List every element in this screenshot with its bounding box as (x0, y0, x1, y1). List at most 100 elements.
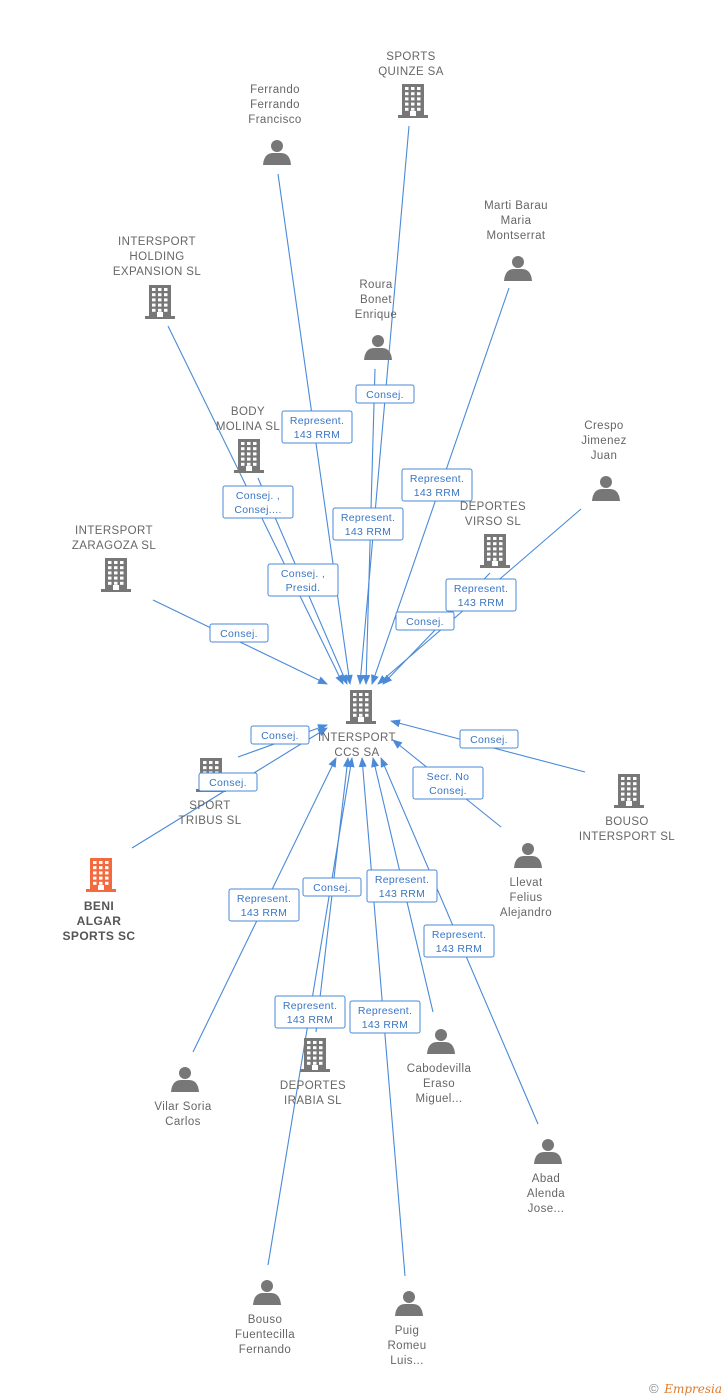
company-building-icon[interactable] (300, 1038, 330, 1072)
node-abad[interactable]: AbadAlendaJose... (527, 1139, 565, 1215)
node-label[interactable]: Marti Barau (484, 200, 548, 212)
brand-logo[interactable]: Empresia (664, 1382, 722, 1396)
person-icon[interactable] (514, 843, 542, 868)
node-label[interactable]: Enrique (355, 309, 397, 321)
edge-label-bouso_sl[interactable]: Consej. (459, 729, 519, 749)
node-sports_quinze[interactable]: SPORTS QUINZE SA (378, 51, 444, 118)
node-label[interactable]: MOLINA SL (216, 421, 281, 433)
person-icon[interactable] (427, 1029, 455, 1054)
node-label[interactable]: INTERSPORT (75, 525, 153, 537)
node-label[interactable]: Romeu (387, 1340, 426, 1352)
node-label[interactable]: Fuentecilla (235, 1329, 295, 1341)
edge-label-box[interactable] (222, 485, 294, 519)
node-label[interactable]: HOLDING (129, 251, 184, 263)
node-label[interactable]: QUINZE SA (378, 66, 444, 78)
node-label[interactable]: INTERSPORT (318, 732, 396, 744)
edge-label-box[interactable] (412, 766, 484, 800)
edge-label-ferrando[interactable]: Represent.143 RRM (281, 410, 353, 444)
edge-label-box[interactable] (274, 995, 346, 1029)
person-icon[interactable] (253, 1280, 281, 1305)
node-label[interactable]: SPORT (189, 800, 230, 812)
company-building-icon[interactable] (234, 439, 264, 473)
edge-label-box[interactable] (332, 507, 404, 541)
company-building-icon[interactable] (398, 84, 428, 118)
edge-label-box[interactable] (366, 869, 438, 903)
edge-label-box[interactable] (302, 877, 362, 897)
person-icon[interactable] (171, 1067, 199, 1092)
node-label[interactable]: Alejandro (500, 907, 552, 919)
node-label[interactable]: Jimenez (581, 435, 627, 447)
edge-label-box[interactable] (355, 384, 415, 404)
edge-label-irabia[interactable]: Consej. (302, 877, 362, 897)
edge-label-puig[interactable]: Represent.143 RRM (349, 1000, 421, 1034)
edge-label-abad[interactable]: Represent.143 RRM (423, 924, 495, 958)
node-label[interactable]: Juan (591, 450, 618, 462)
edge-label-body_molina[interactable]: Consej. ,Consej.... (222, 485, 294, 519)
node-label[interactable]: Bouso (248, 1314, 283, 1326)
node-label[interactable]: Crespo (584, 420, 623, 432)
node-holding[interactable]: INTERSPORT HOLDING EXPANSION SL (113, 236, 202, 319)
edge-label-zaragoza[interactable]: Consej. (209, 623, 269, 643)
node-intersport[interactable]: INTERSPORT CCS SA (318, 690, 396, 759)
edge-label-beni[interactable]: Consej. (198, 772, 258, 792)
node-cabodevilla[interactable]: CabodevillaErasoMiguel... (407, 1029, 472, 1105)
node-label[interactable]: Cabodevilla (407, 1063, 472, 1075)
node-label[interactable]: Ferrando (250, 99, 300, 111)
node-label[interactable]: VIRSO SL (465, 516, 521, 528)
node-label[interactable]: Eraso (423, 1078, 455, 1090)
edge-label-box[interactable] (395, 611, 455, 631)
edge-label-virso[interactable]: Represent.143 RRM (445, 578, 517, 612)
edge-label-box[interactable] (459, 729, 519, 749)
node-label[interactable]: BOUSO (605, 816, 649, 828)
person-icon[interactable] (504, 256, 532, 281)
node-irabia[interactable]: DEPORTES IRABIA SL (280, 1038, 346, 1107)
node-label[interactable]: ZARAGOZA SL (72, 540, 156, 552)
node-label[interactable]: SPORTS (386, 51, 435, 63)
person-icon[interactable] (592, 476, 620, 501)
node-label[interactable]: Carlos (165, 1116, 201, 1128)
node-label[interactable]: IRABIA SL (284, 1095, 342, 1107)
person-icon[interactable] (395, 1291, 423, 1316)
node-label[interactable]: Luis... (390, 1355, 423, 1367)
node-label[interactable]: BODY (231, 406, 265, 418)
node-zaragoza[interactable]: INTERSPORT ZARAGOZA SL (72, 525, 156, 592)
edge-label-holding[interactable]: Consej. ,Presid. (267, 563, 339, 597)
node-label[interactable]: Llevat (509, 877, 542, 889)
node-label[interactable]: INTERSPORT (118, 236, 196, 248)
node-label[interactable]: EXPANSION SL (113, 266, 202, 278)
company-building-icon[interactable] (346, 690, 376, 724)
company-building-icon[interactable] (145, 285, 175, 319)
company-building-icon[interactable] (480, 534, 510, 568)
edge-label-box[interactable] (423, 924, 495, 958)
node-label[interactable]: DEPORTES (280, 1080, 346, 1092)
edge-label-crespo[interactable]: Consej. (395, 611, 455, 631)
node-label[interactable]: Maria (501, 215, 532, 227)
node-label[interactable]: Miguel... (415, 1093, 462, 1105)
person-icon[interactable] (364, 335, 392, 360)
node-label[interactable]: Jose... (528, 1203, 565, 1215)
person-icon[interactable] (534, 1139, 562, 1164)
edge-label-box[interactable] (198, 772, 258, 792)
node-label[interactable]: Alenda (527, 1188, 565, 1200)
node-label[interactable]: BENI (84, 899, 114, 913)
edge-label-cabodevilla[interactable]: Represent.143 RRM (366, 869, 438, 903)
node-label[interactable]: CCS SA (334, 747, 379, 759)
edge-label-box[interactable] (281, 410, 353, 444)
company-building-icon[interactable] (614, 774, 644, 808)
edge-label-vilar[interactable]: Represent.143 RRM (228, 888, 300, 922)
node-label[interactable]: SPORTS SC (63, 929, 136, 943)
edge-label-box[interactable] (349, 1000, 421, 1034)
node-label[interactable]: Francisco (248, 114, 301, 126)
edge-label-box[interactable] (250, 725, 310, 745)
edge-label-marti[interactable]: Represent.143 RRM (401, 468, 473, 502)
